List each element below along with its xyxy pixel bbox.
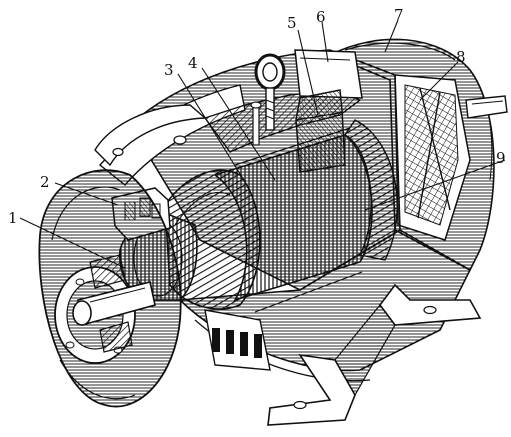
callout-8: 8 xyxy=(456,48,466,66)
ventilation-grille xyxy=(204,309,271,371)
callout-3: 3 xyxy=(164,61,174,79)
rear-shaft xyxy=(465,95,508,119)
front-shaft xyxy=(72,281,156,327)
callout-9: 9 xyxy=(496,149,506,167)
frame-bolt xyxy=(250,101,262,146)
callout-labels: 1 2 3 4 5 6 7 8 9 xyxy=(8,6,506,227)
callout-5: 5 xyxy=(287,14,297,32)
leader-lines xyxy=(19,19,506,269)
callout-4: 4 xyxy=(188,54,198,72)
mounting-feet xyxy=(267,283,482,426)
callout-7: 7 xyxy=(394,6,404,24)
fan xyxy=(394,74,471,241)
callout-1: 1 xyxy=(8,209,18,227)
callout-6: 6 xyxy=(316,8,326,26)
callout-2: 2 xyxy=(40,173,50,191)
eye-bolt xyxy=(254,53,286,131)
